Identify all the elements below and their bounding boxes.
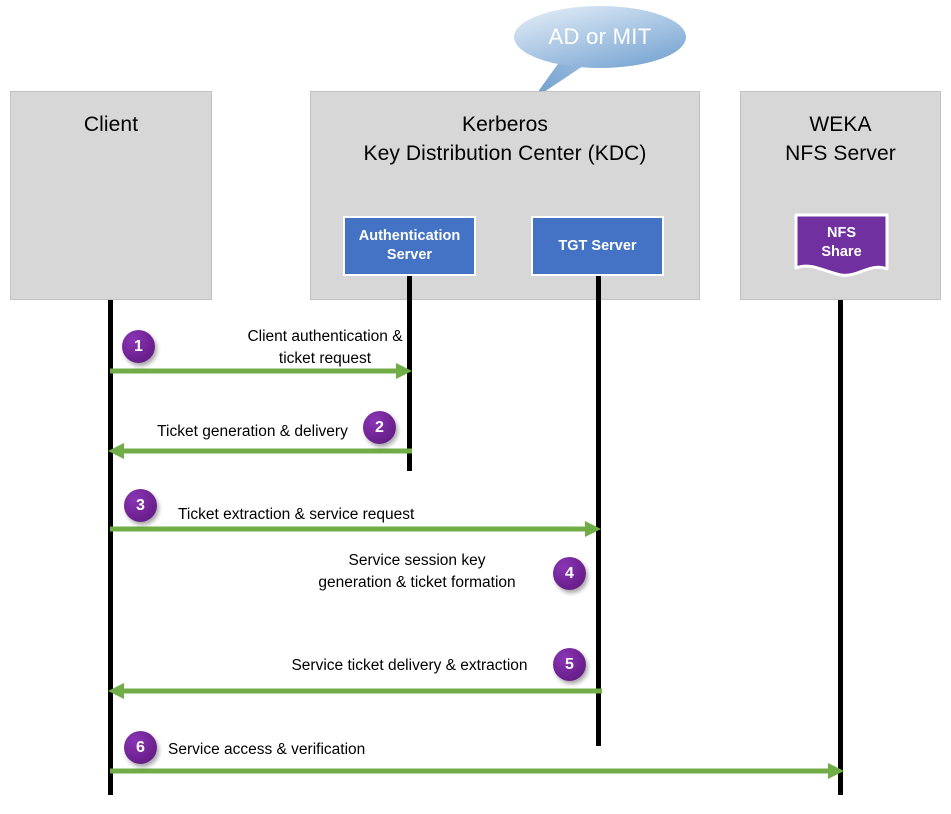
actor-title-weka-line2: NFS Server bbox=[785, 142, 896, 165]
component-authentication-server: Authentication Server bbox=[343, 216, 476, 276]
callout-bubble-shape bbox=[514, 6, 686, 100]
actor-title-kdc-line1: Kerberos bbox=[461, 113, 548, 136]
step-1-label: Client authentication & ticket request bbox=[247, 328, 403, 367]
step-5-label: Service ticket delivery & extraction bbox=[291, 657, 528, 674]
arrow-right-green bbox=[110, 763, 844, 779]
step-2-label: Ticket generation & delivery bbox=[157, 423, 348, 440]
callout-bubble: AD or MIT bbox=[512, 4, 708, 104]
actor-title-weka-line1: WEKA bbox=[809, 113, 872, 136]
component-authentication-server-label: Authentication Server bbox=[359, 227, 461, 265]
step-6-arrow bbox=[108, 762, 846, 779]
auth-server-line1: Authentication bbox=[358, 228, 461, 244]
step-5-arrow bbox=[104, 682, 612, 699]
step-3-arrow bbox=[108, 520, 603, 537]
step-2-badge: 2 bbox=[363, 411, 396, 444]
step-6-badge: 6 bbox=[124, 731, 157, 764]
lifeline-authentication-server bbox=[407, 276, 412, 471]
arrow-left-green bbox=[108, 683, 602, 699]
lifeline-tgt-server bbox=[596, 276, 601, 746]
nfs-share-shape bbox=[794, 213, 889, 277]
step-3-badge: 3 bbox=[124, 489, 157, 522]
lifeline-client bbox=[108, 300, 113, 795]
actor-title-client: Client bbox=[83, 113, 139, 136]
component-tgt-server: TGT Server bbox=[531, 216, 664, 276]
step-4-label: Service session key generation & ticket … bbox=[318, 552, 516, 591]
lifeline-weka-nfs-server bbox=[838, 300, 843, 795]
step-4-badge: 4 bbox=[553, 557, 586, 590]
actor-title-kdc-line2: Key Distribution Center (KDC) bbox=[363, 142, 647, 165]
step-1-badge: 1 bbox=[122, 330, 155, 363]
arrow-right-green bbox=[110, 363, 412, 379]
step-2-arrow bbox=[104, 442, 414, 459]
step-6-label: Service access & verification bbox=[168, 741, 366, 758]
auth-server-line2: Server bbox=[386, 247, 433, 263]
step-1-arrow bbox=[108, 362, 414, 379]
arrow-right-green bbox=[110, 521, 601, 537]
component-nfs-share: NFS Share bbox=[793, 212, 890, 280]
arrow-left-green bbox=[108, 443, 412, 459]
step-5-badge: 5 bbox=[553, 648, 586, 681]
actor-box-client: Client bbox=[10, 91, 212, 300]
step-3-label: Ticket extraction & service request bbox=[178, 506, 415, 523]
tgt-server-label: TGT Server bbox=[558, 237, 637, 254]
